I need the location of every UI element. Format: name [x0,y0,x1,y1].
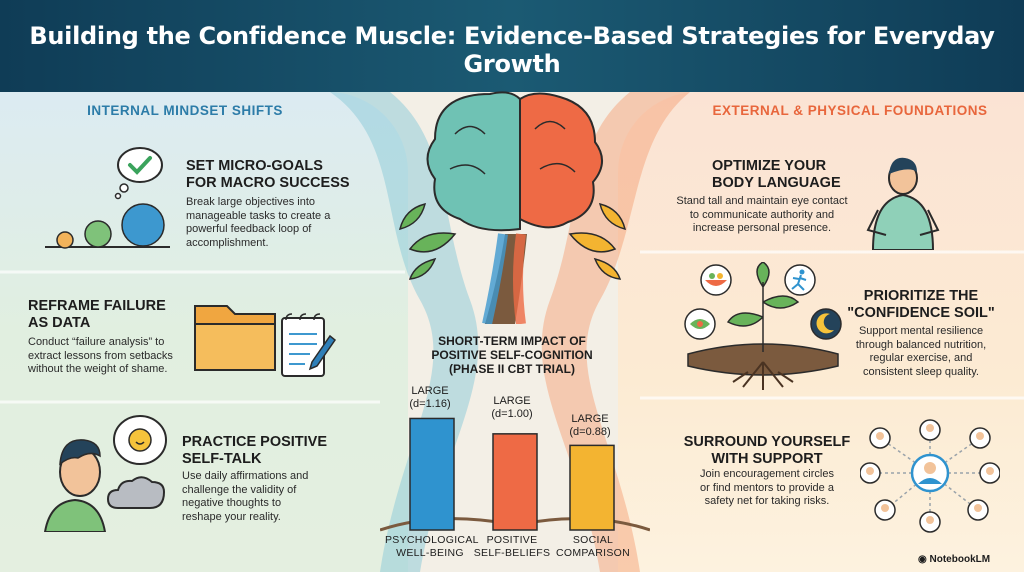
clipboard-pen-icon [281,313,337,377]
support-body-line: Join encouragement circles [700,468,834,480]
body-language-heading: OPTIMIZE YOUR BODY LANGUAGE [712,158,841,192]
category-label-2-line1: POSITIVE [486,534,538,546]
standing-person-icon [866,157,940,250]
category-label-2: POSITIVE SELF-BELIEFS [467,534,557,559]
confidence-soil-illustration [684,262,842,390]
bar-2 [492,433,538,531]
header-banner [0,0,1024,92]
growing-circles-icon [45,203,170,249]
support-body: Join encouragement circles or find mento… [672,468,862,509]
confidence-soil-body-line: regular exercise, and [869,352,973,364]
bar-label-1-line1: LARGE [411,385,449,397]
bar-3 [569,444,615,531]
micro-goals-body: Break large objectives into manageable t… [186,196,330,250]
bar-1 [409,417,455,531]
reframe-failure-body: Conduct “failure analysis” to extract le… [28,336,173,377]
micro-goals-body-line: powerful feedback loop of [186,223,312,235]
body-language-body-line: Stand tall and maintain eye contact [676,195,848,207]
category-label-1-line1: PSYCHOLOGICAL [385,534,479,546]
category-label-3-line2: COMPARISON [556,546,630,559]
reframe-failure-illustration [194,305,337,377]
micro-goals-body-line: manageable tasks to create a [186,209,331,222]
self-talk-body: Use daily affirmations and challenge the… [182,470,308,524]
category-label-1-line2: WELL-BEING [396,546,464,559]
confidence-soil-body-line: Support mental resilience [858,325,984,337]
bar-label-2-line1: LARGE [493,395,531,407]
support-heading-line2: WITH SUPPORT [711,451,823,467]
body-language-heading-line1: OPTIMIZE YOUR [712,158,827,174]
category-label-2-line2: SELF-BELIEFS [473,546,551,559]
brand-icon: ◉ [918,554,930,565]
moon-icon [810,308,842,340]
chart-title-line3: (PHASE II CBT TRIAL) [449,362,575,376]
support-heading: SURROUND YOURSELF WITH SUPPORT [672,434,862,468]
bar-label-1-line2: (d=1.16) [409,397,451,410]
self-talk-heading-line1: PRACTICE POSITIVE [182,434,328,450]
self-talk-heading-line2: SELF-TALK [182,451,262,467]
sun-bubble-icon [113,415,167,465]
brain-tree-icon [398,91,627,324]
self-talk-body-line: challenge the validity of [182,483,297,496]
reframe-failure-body-line: extract lessons from setbacks [28,349,173,362]
micro-goals-heading-line1: SET MICRO-GOALS [186,158,323,174]
person-thinking-icon [43,439,107,532]
support-network-icon [860,419,1000,533]
micro-goals-heading-line2: FOR MACRO SUCCESS [186,175,350,191]
self-talk-heading: PRACTICE POSITIVE SELF-TALK [182,434,327,468]
body-language-heading-line2: BODY LANGUAGE [712,175,841,191]
self-talk-body-line: Use daily affirmations and [182,470,309,482]
reframe-failure-body-line: Conduct “failure analysis” to [28,336,165,348]
micro-goals-body-line: Break large objectives into [186,196,316,208]
page-title: Building the Confidence Muscle: Evidence… [29,22,995,78]
confidence-soil-body: Support mental resilience through balanc… [846,325,996,379]
bar-label-1: LARGE (d=1.16) [400,385,460,410]
cloud-icon [106,476,166,509]
left-section-heading: INTERNAL MINDSET SHIFTS [87,103,283,118]
support-heading-line1: SURROUND YOURSELF [683,434,851,450]
body-language-body-line: increase personal presence. [692,222,832,234]
salad-bowl-icon [684,308,716,340]
runner-icon [784,264,816,296]
folder-icon [194,305,276,371]
support-body-line: or find mentors to provide a [700,481,834,494]
chart-title-line2: POSITIVE SELF-COGNITION [431,348,593,362]
reframe-failure-heading: REFRAME FAILURE AS DATA [28,298,166,332]
soil-mound [687,343,839,376]
plant-roots-icon [726,262,800,352]
food-bowl-icon [700,264,732,296]
confidence-soil-body-line: consistent sleep quality. [863,365,979,378]
reframe-failure-body-line: without the weight of shame. [28,363,168,375]
chart-title-line1: SHORT-TERM IMPACT OF [438,334,586,348]
brand-mark: ◉ NotebookLM [918,554,990,565]
bar-label-3: LARGE (d=0.88) [560,413,620,438]
bar-label-2-line2: (d=1.00) [491,407,533,420]
category-label-1: PSYCHOLOGICAL WELL-BEING [385,534,479,559]
check-bubble-icon [114,147,163,200]
confidence-soil-heading-line2: "CONFIDENCE SOIL" [847,305,995,321]
self-talk-body-line: reshape your reality. [182,510,281,523]
self-talk-body-line: negative thoughts to [182,497,282,509]
self-talk-illustration [43,415,167,532]
bar-label-3-line2: (d=0.88) [569,425,611,438]
micro-goals-heading: SET MICRO-GOALS FOR MACRO SUCCESS [186,158,350,192]
category-label-3-line1: SOCIAL [572,534,614,546]
body-language-body-line: to communicate authority and [689,208,835,221]
brand-text: NotebookLM [929,554,991,565]
confidence-soil-heading: PRIORITIZE THE "CONFIDENCE SOIL" [846,288,996,322]
category-label-3: SOCIAL COMPARISON [548,534,638,559]
confidence-soil-heading-line1: PRIORITIZE THE [863,288,979,304]
chart-title: SHORT-TERM IMPACT OF POSITIVE SELF-COGNI… [412,334,612,376]
body-language-body: Stand tall and maintain eye contact to c… [672,195,852,236]
right-section-heading: EXTERNAL & PHYSICAL FOUNDATIONS [712,103,988,118]
micro-goals-body-line: accomplishment. [186,236,269,249]
reframe-failure-heading-line2: AS DATA [28,315,91,331]
bar-label-2: LARGE (d=1.00) [482,395,542,420]
effect-size-chart [380,417,650,532]
bar-label-3-line1: LARGE [571,413,609,425]
support-body-line: safety net for taking risks. [704,495,830,507]
reframe-failure-heading-line1: REFRAME FAILURE [28,298,166,314]
confidence-soil-body-line: through balanced nutrition, [855,338,987,351]
micro-goals-illustration [45,147,170,249]
